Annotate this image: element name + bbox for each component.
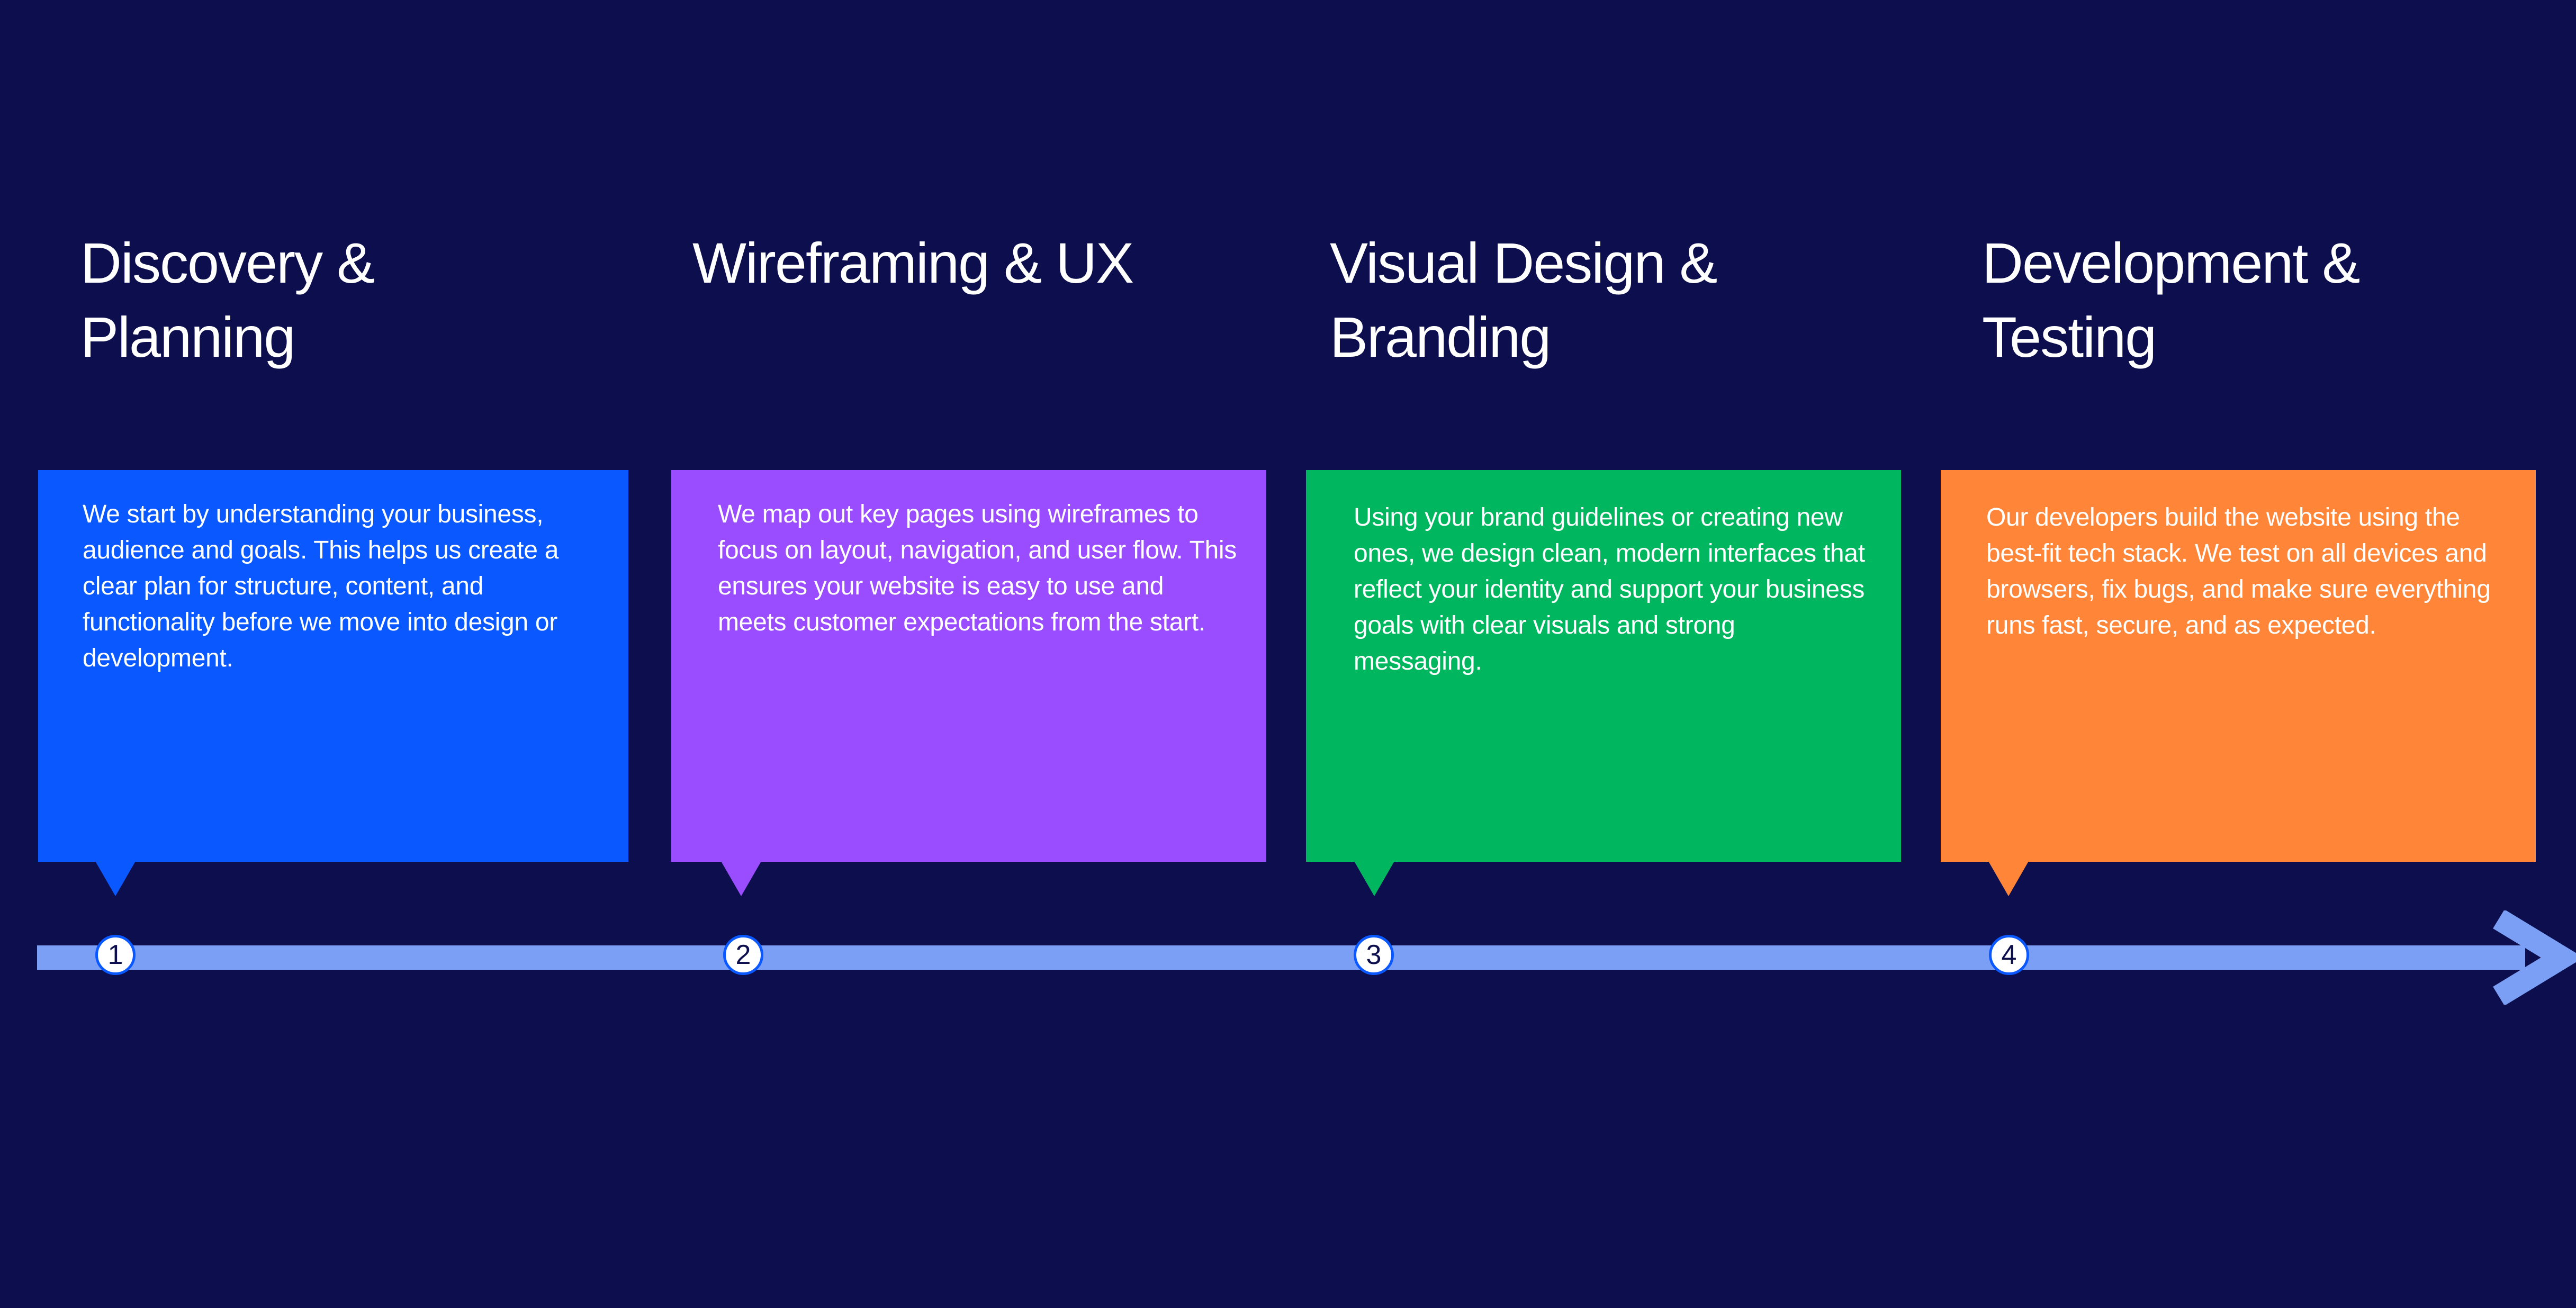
stage-3-box: Using your brand guidelines or creating …	[1306, 470, 1901, 862]
step-4-marker: 4	[1989, 935, 2029, 975]
stage-4-description: Our developers build the website using t…	[1986, 503, 2491, 639]
stage-2-box: We map out key pages using wireframes to…	[671, 470, 1266, 862]
stage-2-description: We map out key pages using wireframes to…	[718, 500, 1237, 636]
step-3-marker: 3	[1354, 935, 1394, 975]
stage-1-pointer	[95, 861, 136, 896]
stage-4-box: Our developers build the website using t…	[1941, 470, 2536, 862]
step-1-marker: 1	[95, 935, 136, 975]
stage-3-description: Using your brand guidelines or creating …	[1354, 503, 1865, 675]
stage-3-title: Visual Design & Branding	[1330, 231, 1717, 369]
timeline-arrowhead-icon	[2493, 910, 2576, 1005]
stage-1-title: Discovery & Planning	[80, 231, 375, 369]
stage-1-box: We start by understanding your business,…	[38, 470, 628, 862]
stage-4-title: Development & Testing	[1982, 231, 2360, 369]
stage-4-pointer	[1988, 861, 2029, 896]
stage-2-pointer	[721, 861, 761, 896]
stage-1-description: We start by understanding your business,…	[83, 500, 559, 672]
stage-2-title: Wireframing & UX	[692, 231, 1134, 295]
step-2-marker: 2	[723, 935, 763, 975]
timeline-bar	[37, 945, 2525, 970]
stage-3-pointer	[1354, 861, 1394, 896]
